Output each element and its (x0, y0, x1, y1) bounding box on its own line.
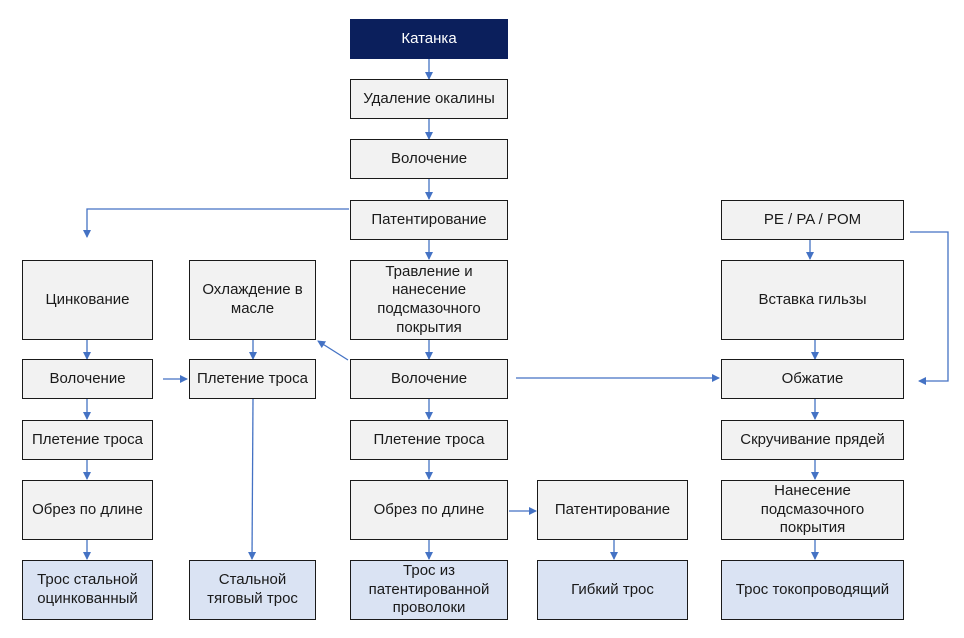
node-drawing-2: Волочение (350, 359, 508, 399)
node-cut-center: Обрез по длине (350, 480, 508, 540)
node-label: Плетение троса (32, 430, 143, 448)
node-label: Плетение троса (373, 430, 485, 448)
node-descaling: Удаление окалины (350, 79, 508, 119)
node-label: Цинкование (45, 290, 130, 308)
node-rope-laying-left: Плетение троса (22, 420, 153, 460)
node-label: Скручивание прядей (740, 430, 885, 448)
node-product-galvanized: Трос стальной оцинкованный (22, 560, 153, 620)
node-oil-cooling: Охлаждение в масле (189, 260, 316, 340)
node-polymers: PE / PA / POM (721, 200, 904, 240)
node-product-patented: Трос из патентированной проволоки (350, 560, 508, 620)
node-drawing-1: Волочение (350, 139, 508, 179)
node-label: Травление и нанесение подсмазочного покр… (377, 262, 481, 336)
connector-rope-oil-to-product (248, 398, 257, 560)
node-product-traction: Стальной тяговый трос (189, 560, 316, 620)
node-drawing-left: Волочение (22, 359, 153, 399)
node-wire-rod: Катанка (350, 19, 508, 59)
node-label: Охлаждение в масле (202, 281, 303, 317)
node-label: Катанка (401, 29, 457, 47)
node-cut-left: Обрез по длине (22, 480, 153, 540)
connector-polymers-to-crimping (910, 231, 949, 385)
node-product-flexible: Гибкий трос (537, 560, 688, 620)
node-rope-laying-center: Плетение троса (350, 420, 508, 460)
connector-patenting-to-galvanizing (83, 208, 349, 238)
node-label: Стальной тяговый трос (207, 571, 298, 607)
node-label: Гибкий трос (571, 580, 654, 598)
node-strand-twisting: Скручивание прядей (721, 420, 904, 460)
node-label: Нанесение подсмазочного покрытия (760, 481, 865, 537)
node-label: Удаление окалины (363, 89, 495, 107)
node-label: Обрез по длине (32, 500, 143, 518)
node-coating-right: Нанесение подсмазочного покрытия (721, 480, 904, 540)
node-label: Трос из патентированной проволоки (368, 561, 490, 617)
node-patenting-2: Патентирование (537, 480, 688, 540)
node-label: Патентирование (371, 210, 487, 228)
node-label: Трос токопроводящий (735, 580, 890, 598)
node-crimping: Обжатие (721, 359, 904, 399)
connector-drawing-to-oil-cooling (317, 340, 349, 361)
node-label: Патентирование (554, 500, 671, 518)
node-sleeve-insertion: Вставка гильзы (721, 260, 904, 340)
node-label: Трос стальной оцинкованный (37, 571, 138, 607)
node-label: Обжатие (781, 369, 844, 387)
node-label: Волочение (390, 369, 468, 387)
node-label: PE / PA / POM (763, 210, 862, 228)
node-label: Вставка гильзы (758, 290, 867, 308)
node-label: Плетение троса (197, 369, 308, 387)
node-label: Волочение (390, 149, 468, 167)
node-patenting-1: Патентирование (350, 200, 508, 240)
node-rope-laying-oil: Плетение троса (189, 359, 316, 399)
node-label: Волочение (49, 369, 126, 387)
node-galvanizing: Цинкование (22, 260, 153, 340)
node-product-conductive: Трос токопроводящий (721, 560, 904, 620)
node-label: Обрез по длине (373, 500, 485, 518)
node-etching: Травление и нанесение подсмазочного покр… (350, 260, 508, 340)
